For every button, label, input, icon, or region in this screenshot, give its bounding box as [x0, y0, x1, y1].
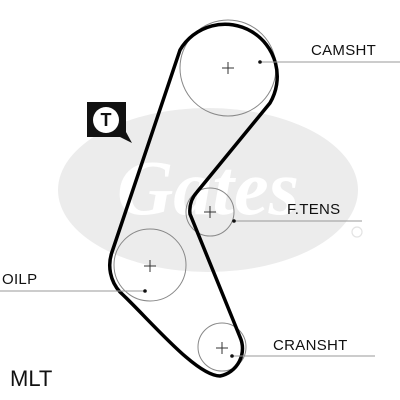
camshaft-center-mark: [222, 62, 234, 74]
oil-pump-pulley: [113, 228, 187, 302]
leader-lines: [0, 61, 400, 357]
tensioner-label: F.TENS: [287, 201, 340, 218]
camshaft-label: CAMSHT: [311, 42, 376, 59]
leader-dots: [143, 60, 262, 358]
timing-belt: [107, 22, 279, 378]
tensioner-center-mark: [204, 206, 216, 218]
oil-pump-label: OILP: [2, 271, 37, 288]
crankshaft-pulley: [197, 322, 247, 372]
watermark-text: Gates: [117, 144, 299, 231]
tensioner-symbol-icon: T: [87, 102, 132, 143]
oil-pump-center-mark: [144, 260, 156, 272]
crankshaft-label: CRANSHT: [273, 337, 348, 354]
gates-watermark-logo: Gates: [58, 108, 363, 272]
crankshaft-center-mark: [216, 342, 228, 354]
tensioner-symbol-letter: T: [101, 110, 112, 130]
engine-code-label: MLT: [10, 366, 52, 391]
tensioner-pulley: [185, 187, 235, 237]
